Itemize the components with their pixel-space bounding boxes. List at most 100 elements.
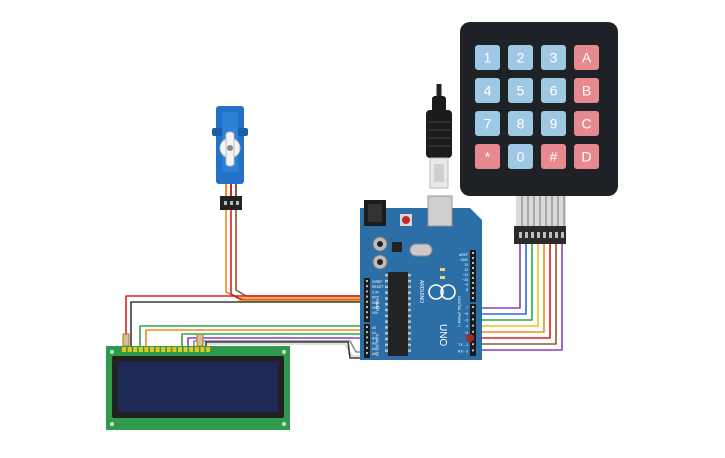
keypad-key-label: C: [581, 116, 591, 132]
pin-label: ~9: [464, 283, 468, 287]
pin-label: VIN: [372, 311, 378, 315]
keypad-key-label: 0: [517, 149, 525, 165]
pin-label: GND: [460, 258, 468, 262]
usb-cable-icon[interactable]: [426, 84, 452, 189]
wire-lcd-orange[interactable]: [145, 329, 372, 346]
lcd-screen: [118, 362, 278, 412]
keypad-key-label: #: [550, 149, 558, 165]
pin-label: ~3: [464, 331, 468, 335]
lcd-16x2-display[interactable]: [106, 333, 290, 430]
pin-label: RX←0: [458, 349, 468, 353]
pin-label: AREF: [459, 253, 468, 257]
pin-label: A5: [372, 352, 376, 356]
keypad-key-7[interactable]: 7: [475, 111, 500, 136]
wire-lcd-black[interactable]: [130, 301, 372, 346]
pin-label: ~6: [464, 312, 468, 316]
pin-label: 8: [466, 288, 468, 292]
keypad-key-2[interactable]: 2: [508, 45, 533, 70]
arduino-uno-board[interactable]: UNO ARDUINO POWER ANALOG IN DIGITAL (PWM…: [360, 195, 482, 360]
pin-label: 4: [466, 325, 468, 329]
keypad-key-label: 5: [517, 83, 525, 99]
keypad-key-C[interactable]: C: [574, 111, 599, 136]
pin-label: IOREF: [372, 280, 382, 284]
keypad-key-B[interactable]: B: [574, 78, 599, 103]
pin-label: TX→1: [458, 343, 468, 347]
keypad-key-hash[interactable]: #: [541, 144, 566, 169]
keypad-key-label: A: [582, 50, 592, 66]
wire-keypad-6[interactable]: [482, 244, 551, 339]
pin-label: 5V: [372, 296, 377, 300]
pin-label: A3: [372, 342, 376, 346]
lcd-resistor: [122, 333, 204, 347]
wire-keypad-3[interactable]: [482, 244, 533, 321]
pin-label: GND: [372, 306, 380, 310]
microcontroller-chip-icon: [385, 272, 411, 356]
pin-label: GND: [372, 301, 380, 305]
keypad-key-1[interactable]: 1: [475, 45, 500, 70]
keypad-4x4[interactable]: 1 2 3 A 4 5 6 B 7 8 9 C * 0 # D: [460, 22, 618, 244]
keypad-key-6[interactable]: 6: [541, 78, 566, 103]
keypad-key-3[interactable]: 3: [541, 45, 566, 70]
digital-section-label: DIGITAL (PWM~): [457, 296, 462, 328]
wire-servo-signal[interactable]: [225, 210, 372, 299]
wire-lcd-green-2[interactable]: [181, 333, 372, 346]
keypad-key-D[interactable]: D: [574, 144, 599, 169]
wire-lcd-red[interactable]: [125, 295, 372, 346]
pin-label: ~11: [463, 273, 469, 277]
wire-keypad-5[interactable]: [482, 244, 545, 333]
keypad-key-0[interactable]: 0: [508, 144, 533, 169]
pin-label: A2: [372, 336, 376, 340]
keypad-key-9[interactable]: 9: [541, 111, 566, 136]
keypad-key-star[interactable]: *: [475, 144, 500, 169]
pin-label: A0: [372, 326, 376, 330]
pin-label: 12: [464, 268, 468, 272]
keypad-key-A[interactable]: A: [574, 45, 599, 70]
keypad-key-label: 8: [517, 116, 525, 132]
wire-keypad-2[interactable]: [482, 244, 527, 315]
pin-label: ~5: [464, 318, 468, 322]
keypad-key-label: D: [581, 149, 591, 165]
keypad-key-label: *: [485, 149, 491, 165]
wire-keypad-7[interactable]: [482, 244, 557, 345]
pin-label: ~10: [462, 278, 468, 282]
arduino-logo: UNO ARDUINO: [418, 280, 456, 346]
keypad-key-label: 6: [550, 83, 558, 99]
uno-label: UNO: [437, 324, 448, 346]
power-section-label: POWER: [375, 296, 380, 311]
keypad-key-label: 2: [517, 50, 525, 66]
wire-keypad-1[interactable]: [482, 244, 521, 309]
pin-label: 3.3V: [372, 290, 380, 294]
keypad-key-label: 3: [550, 50, 558, 66]
keypad-key-label: 4: [484, 83, 492, 99]
pin-label: A4: [372, 347, 376, 351]
analog-section-label: ANALOG IN: [375, 334, 380, 356]
lcd-pin-header: [122, 347, 210, 352]
wire-lcd-green-1[interactable]: [139, 325, 372, 346]
keypad-key-label: 9: [550, 116, 558, 132]
arduino-label: ARDUINO: [418, 280, 424, 303]
keypad-keys: 1 2 3 A 4 5 6 B 7 8 9 C * 0 # D: [475, 45, 599, 169]
pin-label: RESET: [372, 285, 383, 289]
usb-socket[interactable]: [427, 195, 453, 227]
wires: [125, 210, 563, 359]
pin-label: A1: [372, 331, 376, 335]
keypad-key-label: B: [582, 83, 591, 99]
keypad-key-label: 7: [484, 116, 492, 132]
wire-keypad-4[interactable]: [482, 244, 539, 327]
keypad-key-8[interactable]: 8: [508, 111, 533, 136]
wire-keypad-8[interactable]: [482, 244, 563, 351]
servo-motor-icon[interactable]: [212, 106, 248, 210]
pin-label: 7: [466, 306, 468, 310]
keypad-key-label: 1: [484, 50, 492, 66]
wire-servo-power[interactable]: [230, 210, 372, 301]
keypad-key-5[interactable]: 5: [508, 78, 533, 103]
keypad-ribbon: [514, 196, 566, 244]
pin-label: 13: [464, 263, 468, 267]
wire-lcd-black-2[interactable]: [205, 341, 372, 359]
keypad-key-4[interactable]: 4: [475, 78, 500, 103]
wire-servo-ground[interactable]: [235, 210, 372, 297]
